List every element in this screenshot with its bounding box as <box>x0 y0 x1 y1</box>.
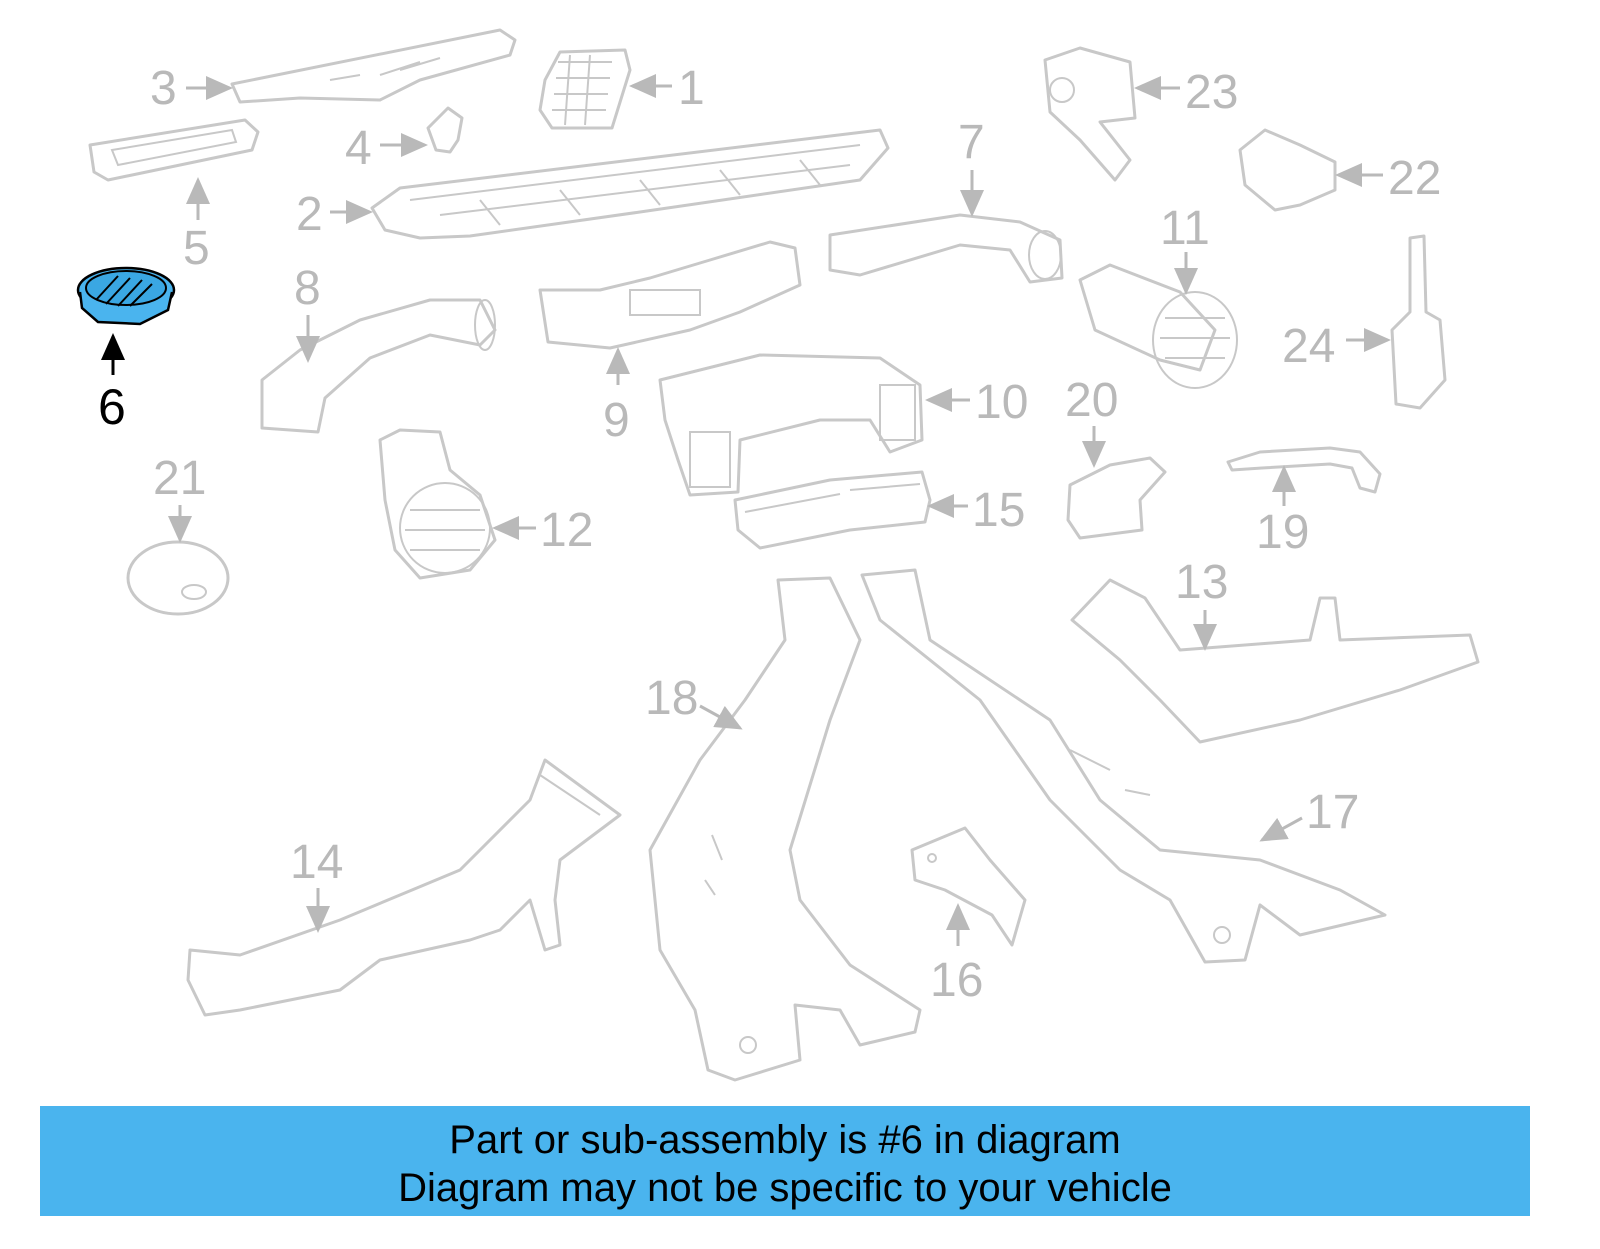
callout-1: 1 <box>629 62 705 115</box>
callout-2: 2 <box>296 188 373 241</box>
callout-23: 23 <box>1134 66 1238 119</box>
part-14-duct <box>186 758 622 1017</box>
banner-line-1: Part or sub-assembly is #6 in diagram <box>449 1118 1121 1162</box>
svg-text:22: 22 <box>1388 152 1441 205</box>
svg-text:7: 7 <box>958 116 985 169</box>
svg-text:17: 17 <box>1306 786 1359 839</box>
part-22-sensor <box>1238 128 1337 212</box>
callout-7: 7 <box>958 116 985 217</box>
svg-text:16: 16 <box>930 954 983 1007</box>
callout-24: 24 <box>1282 320 1391 373</box>
svg-text:13: 13 <box>1175 556 1228 609</box>
svg-text:8: 8 <box>294 262 321 315</box>
svg-text:9: 9 <box>603 394 630 447</box>
callout-16: 16 <box>930 903 983 1007</box>
callout-6[interactable]: 6 <box>98 333 126 435</box>
svg-text:18: 18 <box>645 672 698 725</box>
svg-text:10: 10 <box>975 376 1028 429</box>
svg-text:14: 14 <box>290 836 343 889</box>
part-17-duct <box>860 568 1387 964</box>
part-13-duct <box>1070 578 1480 744</box>
svg-text:3: 3 <box>150 62 177 115</box>
part-19-tube <box>1226 446 1382 494</box>
callout-14: 14 <box>290 836 343 933</box>
callout-11: 11 <box>1160 202 1210 295</box>
callout-22: 22 <box>1335 152 1441 205</box>
svg-text:19: 19 <box>1256 506 1309 559</box>
part-8-duct <box>260 298 497 434</box>
callout-5: 5 <box>183 177 210 275</box>
part-24-sensor <box>1390 234 1447 410</box>
svg-text:12: 12 <box>540 504 593 557</box>
part-6-round-vent[interactable] <box>76 266 176 326</box>
svg-text:1: 1 <box>678 62 705 115</box>
callout-9: 9 <box>603 347 630 447</box>
part-12-duct <box>378 428 497 580</box>
part-21-grommet <box>126 540 230 616</box>
svg-text:2: 2 <box>296 188 323 241</box>
svg-text:21: 21 <box>153 452 206 505</box>
svg-text:5: 5 <box>183 222 210 275</box>
part-4-clip <box>426 106 464 154</box>
part-10-duct <box>658 353 924 497</box>
svg-text:6: 6 <box>98 379 126 435</box>
callout-12: 12 <box>492 504 593 557</box>
svg-text:23: 23 <box>1185 66 1238 119</box>
svg-text:11: 11 <box>1160 202 1210 255</box>
callout-19: 19 <box>1256 465 1309 559</box>
svg-text:20: 20 <box>1065 374 1118 427</box>
callout-17: 17 <box>1259 786 1359 842</box>
part-1-grille <box>538 48 632 130</box>
info-banner: Part or sub-assembly is #6 in diagram Di… <box>40 1106 1530 1216</box>
svg-text:15: 15 <box>972 484 1025 537</box>
part-3-vent-strip <box>230 28 517 104</box>
part-15-outlet <box>733 470 932 550</box>
svg-text:24: 24 <box>1282 320 1335 373</box>
part-11-duct <box>1078 263 1238 389</box>
callout-21: 21 <box>153 452 206 543</box>
callout-10: 10 <box>925 376 1028 429</box>
part-2-defroster-duct <box>370 128 890 240</box>
callout-4: 4 <box>345 122 428 175</box>
part-7-duct <box>828 213 1064 284</box>
part-20-outlet <box>1066 456 1167 540</box>
part-16-bracket <box>910 826 1027 947</box>
banner-line-2: Diagram may not be specific to your vehi… <box>398 1166 1172 1210</box>
callout-15: 15 <box>927 484 1025 537</box>
callout-8: 8 <box>294 262 321 363</box>
part-5-bezel <box>88 118 260 182</box>
callout-18: 18 <box>645 672 743 730</box>
svg-text:4: 4 <box>345 122 372 175</box>
callout-13: 13 <box>1175 556 1228 651</box>
callout-20: 20 <box>1065 374 1118 468</box>
part-9-duct <box>538 240 802 350</box>
callout-3: 3 <box>150 62 233 115</box>
part-18-duct <box>648 576 922 1082</box>
part-23-actuator <box>1043 46 1137 182</box>
